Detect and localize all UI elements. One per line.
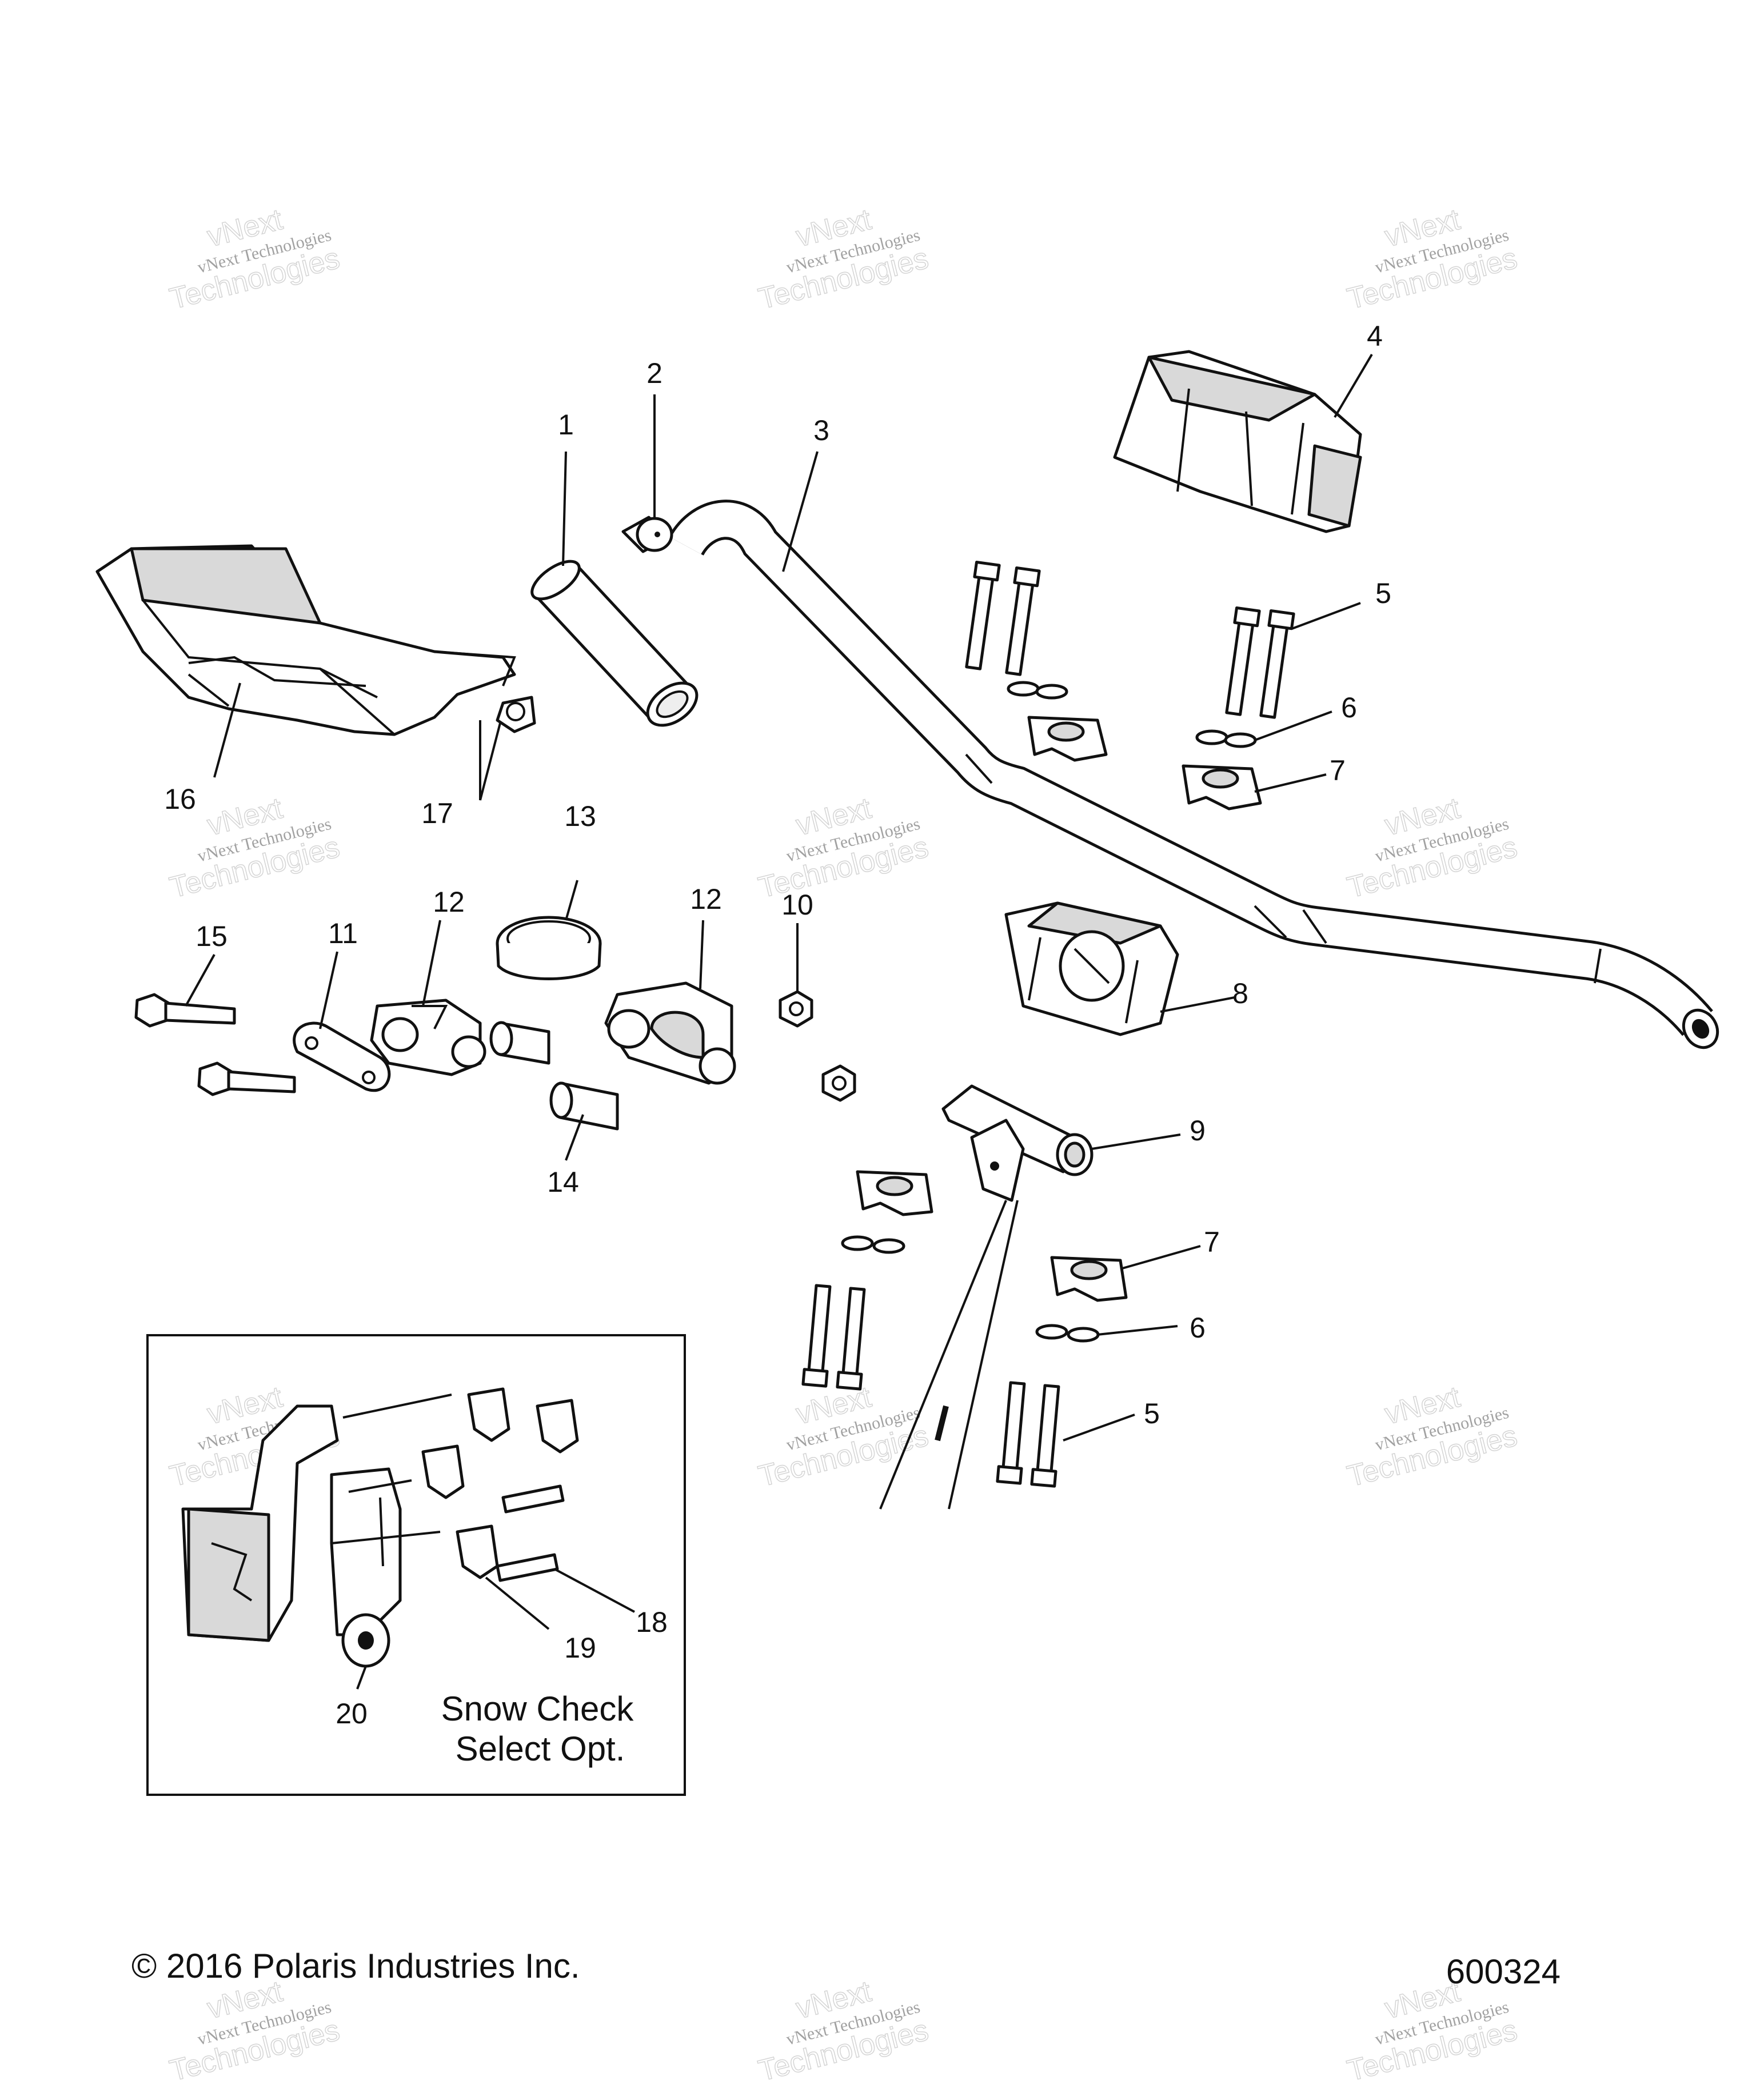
inset-leader	[348, 1479, 412, 1493]
bushing-part-14	[489, 1021, 619, 1131]
callout-4: 4	[1367, 320, 1383, 352]
inset-title: Snow Check	[441, 1690, 634, 1728]
nut-part-10	[779, 990, 856, 1102]
plate-part-11	[293, 1021, 391, 1092]
watermark: vNext vNext Technologies Technologies	[1344, 791, 1521, 905]
callout-1: 1	[558, 409, 574, 441]
callout-7-lower: 7	[1204, 1226, 1220, 1258]
drawing-number: 600324	[1446, 1953, 1561, 1991]
clamp-set-part-19	[421, 1387, 579, 1579]
callout-5-top: 5	[1375, 577, 1391, 609]
steering-post-part-9	[879, 1084, 1093, 1510]
clamp-part-7-lower	[856, 1170, 1128, 1302]
callout-labels: 1 2 3 4 5 6 7 8 9 7 6 5 10 11 12 12 13 1…	[164, 320, 1391, 1730]
watermark: vNext vNext Technologies Technologies	[755, 791, 932, 905]
snow-check-inset: Snow Check Select Opt.	[146, 1334, 686, 1796]
watermark: vNext vNext Technologies Technologies	[166, 202, 344, 316]
bolt-set-part-18	[496, 1484, 565, 1582]
clamp-part-12-right	[604, 981, 736, 1085]
bolt-set-part-5-top	[965, 560, 1295, 719]
callout-12-left: 12	[433, 886, 465, 918]
leader-lines	[185, 353, 1373, 1690]
callout-14: 14	[547, 1166, 579, 1198]
band-part-13	[496, 916, 602, 980]
inset-subtitle: Select Opt.	[456, 1730, 625, 1768]
grip-part-1	[530, 560, 699, 727]
inset-frame	[146, 1334, 686, 1796]
callout-3: 3	[813, 414, 829, 446]
watermark: vNext vNext Technologies Technologies	[1344, 202, 1521, 316]
callout-13: 13	[564, 800, 596, 832]
handguard-clamp-part-17	[496, 696, 536, 733]
callout-9: 9	[1190, 1115, 1206, 1147]
callout-17: 17	[421, 797, 453, 829]
watermark: vNext vNext Technologies Technologies	[1344, 1974, 1521, 2088]
callout-6-top: 6	[1341, 692, 1357, 724]
clamp-part-12-left	[370, 999, 486, 1076]
inset-leader	[331, 1531, 441, 1544]
footer: © 2016 Polaris Industries Inc. 600324	[131, 1947, 1561, 1991]
handguard-part-16	[95, 544, 516, 736]
callout-15: 15	[195, 920, 228, 952]
callout-2: 2	[646, 357, 663, 389]
callout-16: 16	[164, 783, 196, 815]
callout-19: 19	[564, 1632, 596, 1664]
bolt-set-part-5-lower	[801, 1284, 1060, 1488]
watermark: vNext vNext Technologies Technologies	[1344, 1380, 1521, 1494]
washer-set-part-6-top	[1007, 681, 1257, 748]
callout-20: 20	[336, 1698, 368, 1730]
riser-block-part-8	[1004, 901, 1179, 1036]
handlebar-part-3	[668, 500, 1719, 1049]
callout-10: 10	[781, 889, 813, 921]
end-plug-part-2	[621, 516, 673, 553]
riser-kit-part-20	[181, 1404, 402, 1668]
callout-18: 18	[636, 1606, 668, 1638]
washer-set-part-6-lower	[841, 1235, 1100, 1343]
callout-12-right: 12	[690, 883, 722, 915]
callout-5-lower: 5	[1144, 1398, 1160, 1430]
clamp-part-7-top	[1027, 716, 1262, 811]
bar-pad-cover-part-4	[1113, 350, 1362, 533]
callout-11: 11	[328, 917, 358, 949]
callout-8: 8	[1232, 977, 1248, 1009]
callout-6-lower: 6	[1190, 1312, 1206, 1344]
copyright-text: © 2016 Polaris Industries Inc.	[131, 1947, 580, 1985]
watermark: vNext vNext Technologies Technologies	[755, 1974, 932, 2088]
bolt-part-15	[134, 993, 296, 1096]
watermark: vNext vNext Technologies Technologies	[755, 202, 932, 316]
callout-7-top: 7	[1330, 754, 1346, 786]
inset-leader	[342, 1394, 452, 1419]
